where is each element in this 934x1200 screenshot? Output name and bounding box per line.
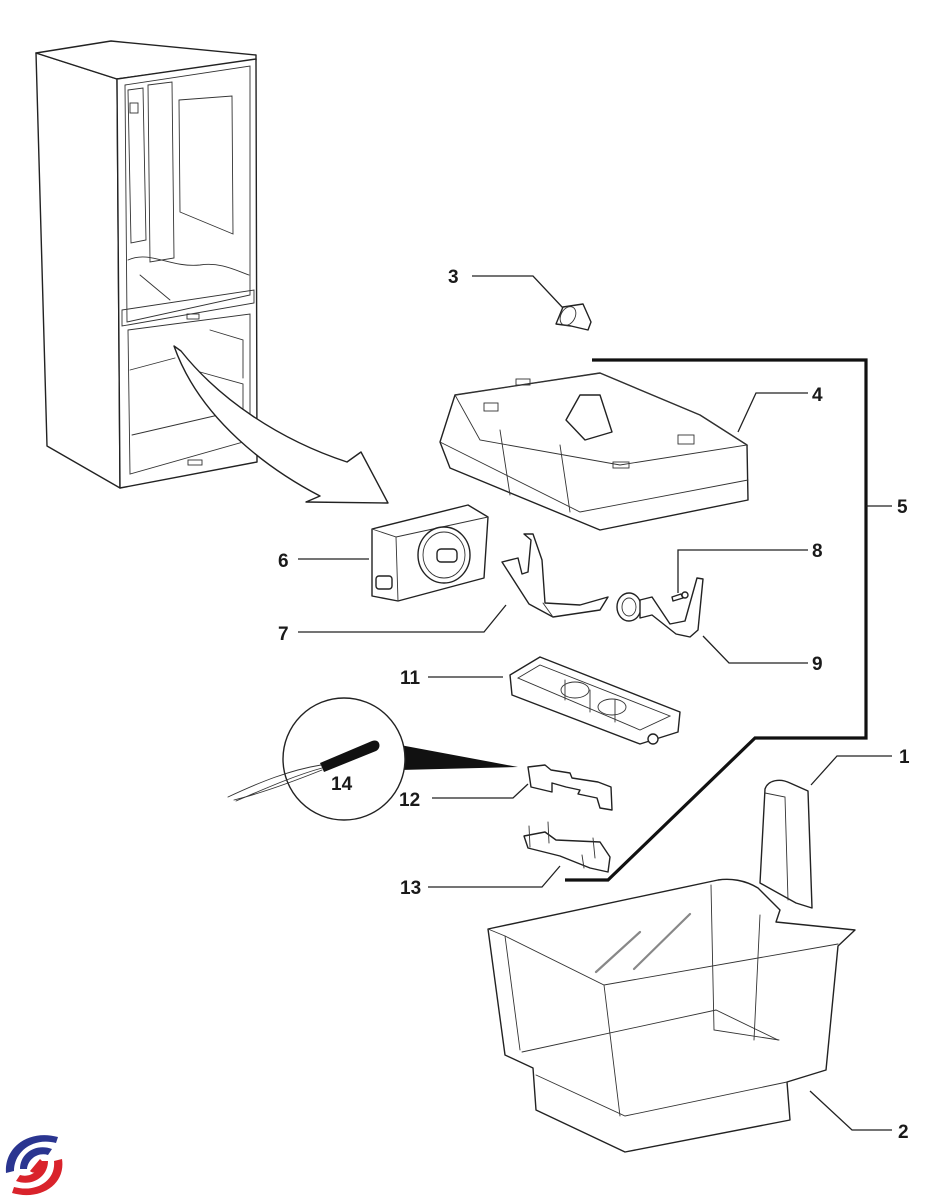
part-9-shut-off-arm — [616, 577, 704, 638]
callout-5: 5 — [897, 497, 908, 518]
part-11-ice-tray — [509, 656, 681, 745]
inset-pointer — [400, 745, 518, 770]
callout-9: 9 — [812, 654, 823, 675]
logo-blue-inner — [20, 1147, 52, 1169]
part-14-sensor-inset — [227, 697, 518, 821]
leader-2 — [809, 1090, 892, 1131]
callout-8: 8 — [812, 541, 823, 562]
part-4-ice-maker-housing — [439, 372, 749, 531]
callout-labels: 3 4 5 6 7 8 9 11 12 13 14 1 2 — [278, 267, 910, 1143]
part-13-mounting-bracket — [523, 821, 611, 873]
leader-12 — [432, 783, 529, 799]
location-arrow — [173, 345, 389, 504]
refrigerator-illustration — [35, 40, 389, 504]
callout-12: 12 — [399, 790, 420, 811]
vent-grille — [178, 95, 234, 235]
part-7-ejector-bracket — [501, 533, 609, 618]
logo-blue-arc — [5, 1135, 58, 1173]
part-3-cap — [555, 303, 592, 331]
callout-13: 13 — [400, 878, 421, 899]
logo-red-center — [30, 1159, 44, 1173]
leader-4 — [737, 392, 808, 433]
part-12-tray-support — [527, 764, 613, 811]
callout-4: 4 — [812, 385, 823, 406]
assembly-bracket — [565, 358, 868, 882]
brand-logo — [5, 1135, 63, 1196]
callout-1: 1 — [899, 747, 910, 768]
leader-3 — [472, 275, 564, 309]
callout-7: 7 — [278, 624, 289, 645]
leader-13 — [428, 865, 561, 888]
leader-7 — [298, 604, 507, 633]
callout-14: 14 — [331, 774, 353, 795]
part-8-screw — [671, 591, 689, 602]
callout-2: 2 — [898, 1122, 909, 1143]
leader-lines — [298, 275, 892, 1131]
callout-6: 6 — [278, 551, 289, 572]
logo-red-arc — [12, 1159, 63, 1196]
leader-8 — [677, 549, 808, 593]
part-1-ice-bin-divider — [759, 779, 813, 909]
leader-1 — [810, 755, 892, 786]
part-2-ice-bin — [487, 878, 856, 1153]
callout-3: 3 — [448, 267, 459, 288]
callout-11: 11 — [400, 668, 421, 689]
leader-9 — [702, 635, 808, 664]
part-6-motor-control-unit — [371, 504, 489, 602]
